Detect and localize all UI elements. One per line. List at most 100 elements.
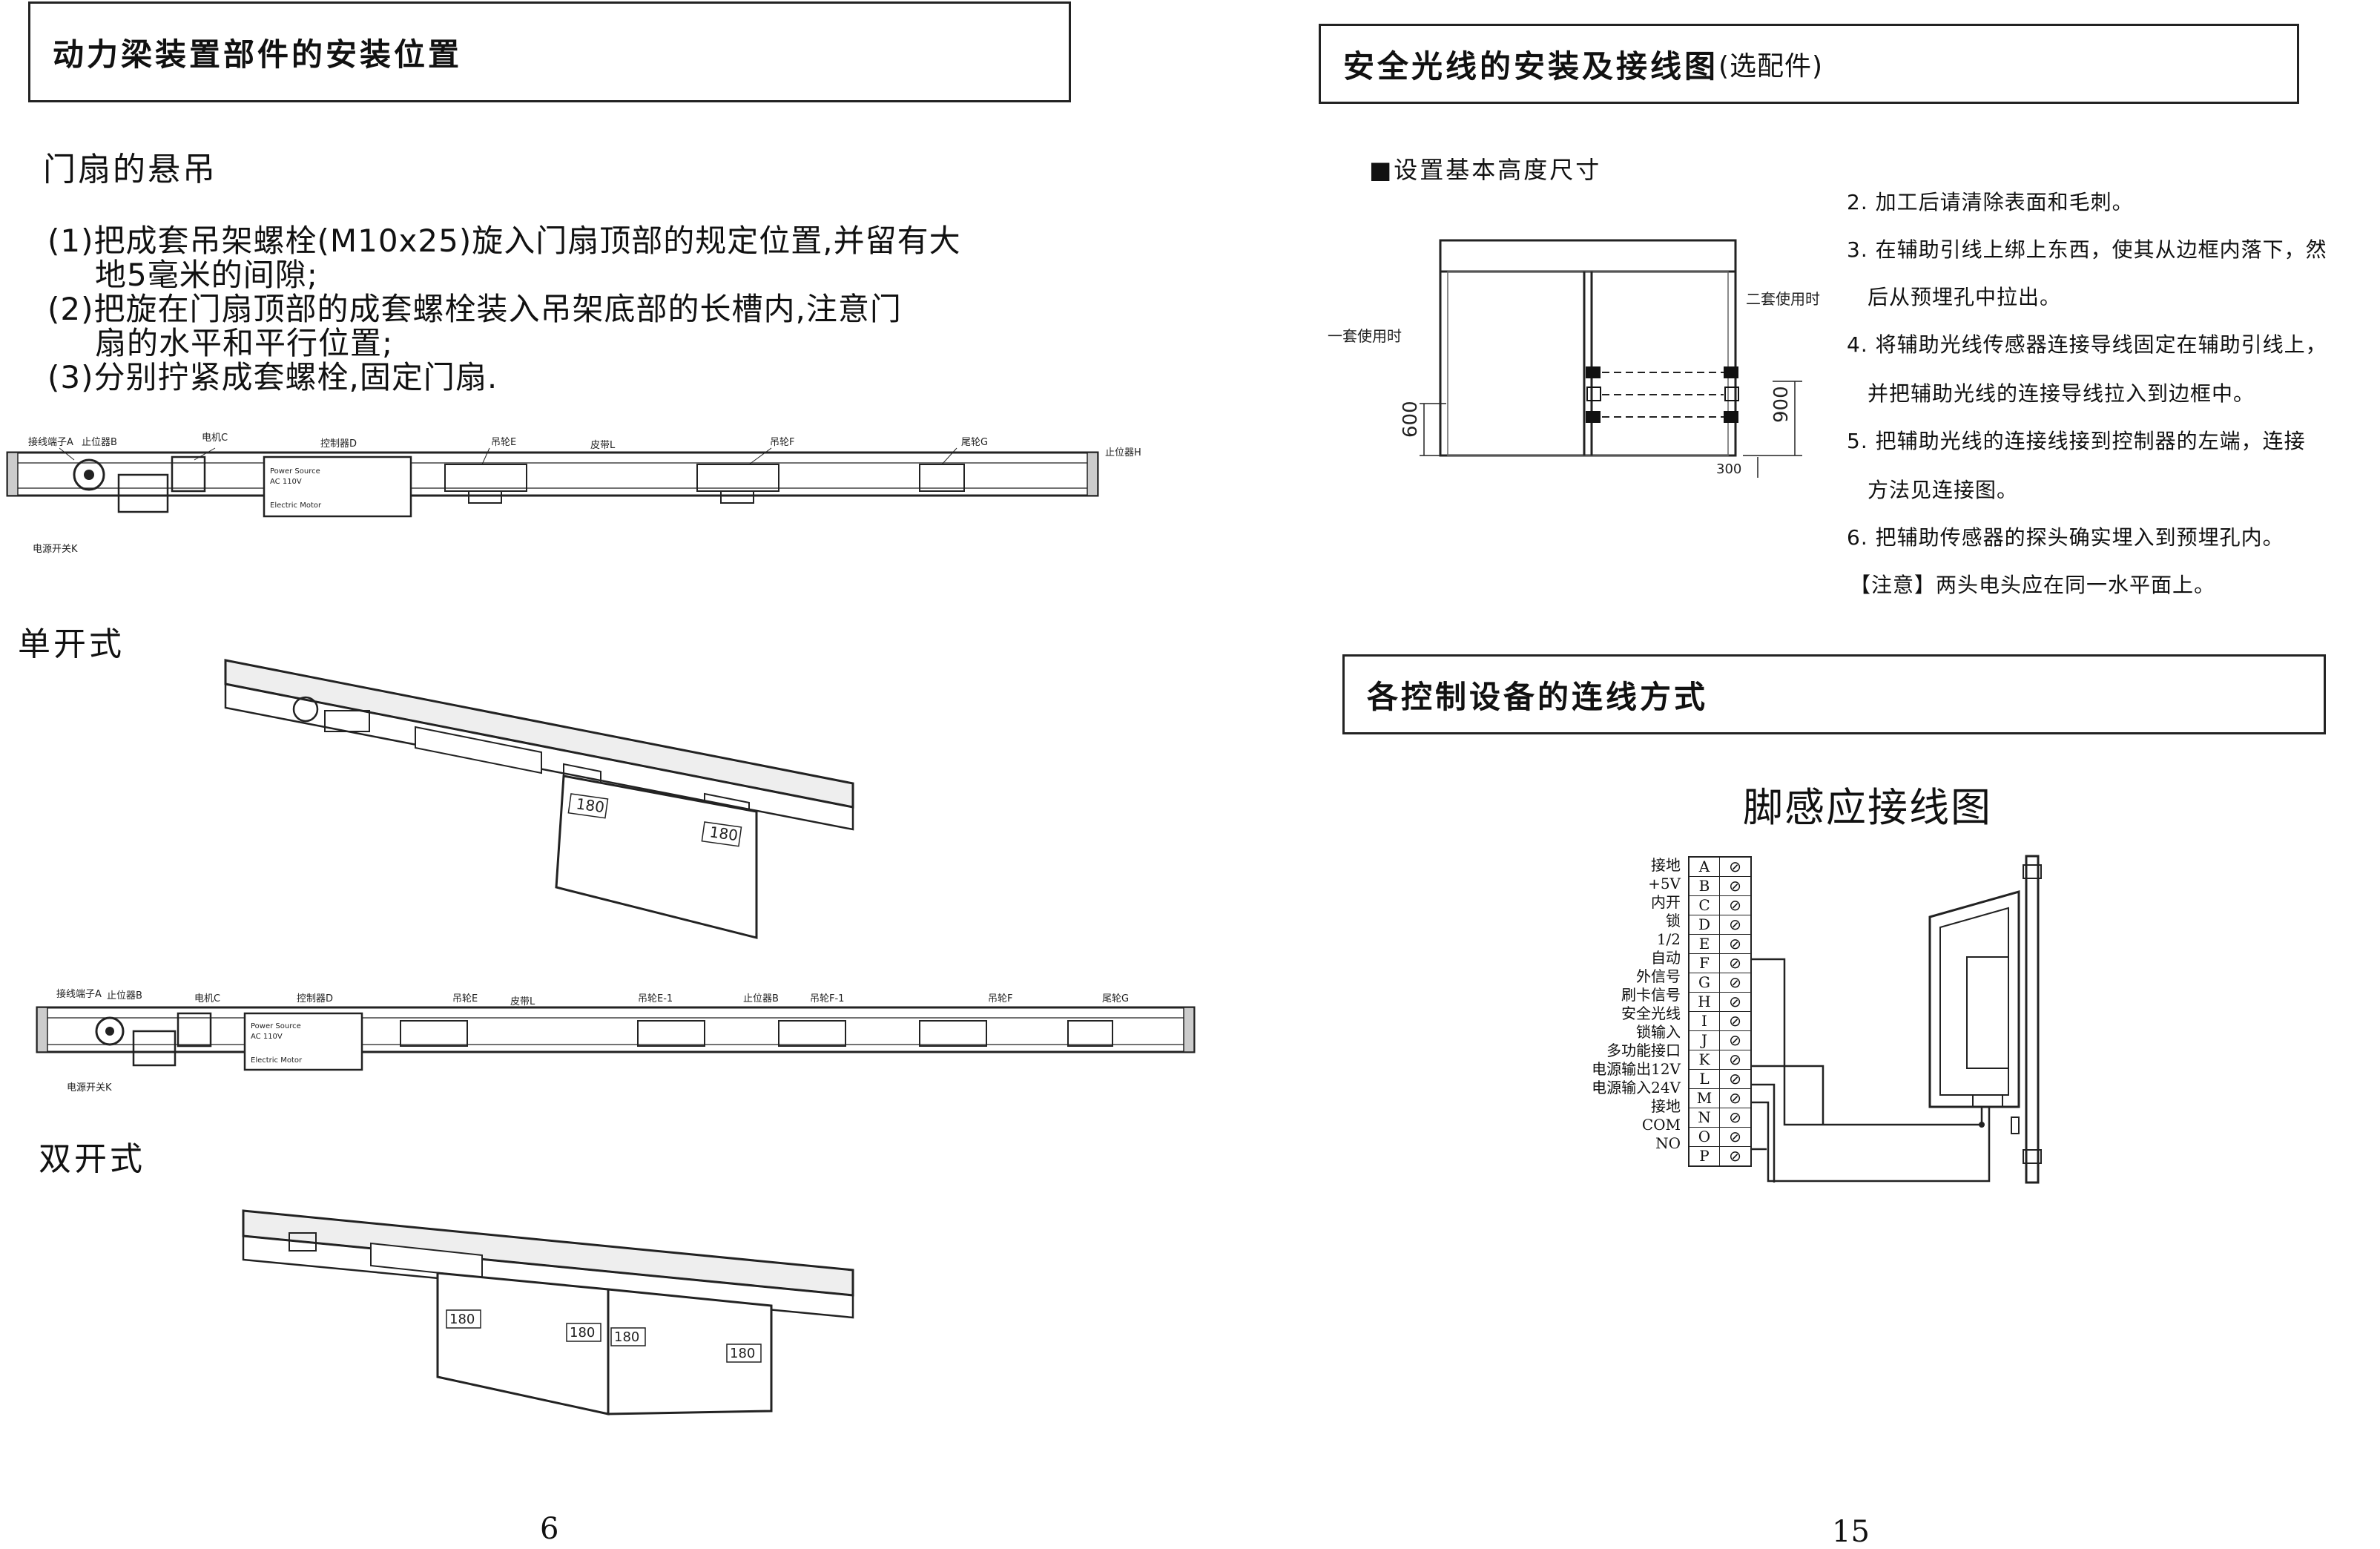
terminal-letter-k: K [1690, 1050, 1720, 1069]
screw-icon: ⊘ [1729, 973, 1741, 991]
single-dim-180-a: 180 [575, 795, 605, 816]
terminal-row: E⊘ [1690, 935, 1750, 954]
step-2: (2)把旋在门扇顶部的成套螺栓装入吊架底部的长槽内,注意门 [47, 291, 902, 327]
note-caution: 【注意】两头电头应在同一水平面上。 [1850, 573, 2216, 597]
double-dim-180-a: 180 [449, 1312, 475, 1327]
double-open-drawing: 180 180 180 180 [242, 1209, 854, 1415]
note-4: 4. 将辅助光线传感器连接导线固定在辅助引线上， [1847, 332, 2327, 357]
terminal-letter-j: J [1690, 1031, 1720, 1050]
single-terminal-label: 接线端子A [28, 436, 73, 448]
right-section1-sub: (选配件) [1718, 51, 1824, 82]
terminal-row: D⊘ [1690, 915, 1750, 935]
step-1: (1)把成套吊架螺栓(M10x25)旋入门扇顶部的规定位置,并留有大 [47, 223, 961, 259]
hanging-subtitle: 门扇的悬吊 [43, 151, 217, 188]
double-plate-line2: AC 110V [251, 1033, 283, 1041]
single-power-switch-label: 电源开关K [33, 544, 78, 555]
terminal-letter-o: O [1690, 1128, 1720, 1146]
double-wheel-e-label: 吊轮E [452, 993, 478, 1004]
single-plate-line2: AC 110V [270, 478, 302, 486]
double-wheel-e1-label: 吊轮E-1 [638, 993, 673, 1004]
height-heading: ■设置基本高度尺寸 [1369, 156, 1602, 184]
two-sets-label: 二套使用时 [1746, 290, 1820, 308]
step-1-cont: 地5毫米的间隙; [95, 257, 318, 293]
terminal-label-n: 接地 [1651, 1097, 1681, 1115]
single-open-label: 单开式 [18, 625, 125, 663]
double-beam-diagram: 接线端子A 止位器B 电机C 控制器D 吊轮E 皮带L 吊轮E-1 止位器B 吊… [36, 988, 1196, 1093]
terminal-letter-d: D [1690, 915, 1720, 934]
terminal-label-l: 电源输出12V [1592, 1060, 1681, 1078]
terminal-label-c: 内开 [1651, 893, 1681, 911]
single-dim-180-b: 180 [708, 823, 739, 844]
double-tail-wheel-label: 尾轮G [1102, 993, 1129, 1004]
terminal-row: A⊘ [1690, 858, 1750, 877]
foot-sensor-wiring [1752, 855, 2042, 1184]
terminal-row: O⊘ [1690, 1128, 1750, 1147]
screw-icon: ⊘ [1729, 1108, 1741, 1126]
terminal-label-k: 多功能接口 [1606, 1042, 1681, 1059]
double-plate-line1: Power Source [251, 1022, 301, 1030]
left-section-title: 动力梁装置部件的安装位置 [28, 1, 1071, 102]
double-wheel-f-label: 吊轮F [988, 993, 1012, 1004]
screw-icon: ⊘ [1729, 935, 1741, 953]
right-section1-title: 安全光线的安装及接线图 (选配件) [1319, 24, 2299, 104]
terminal-row: J⊘ [1690, 1031, 1750, 1050]
note-5-cont: 方法见连接图。 [1868, 478, 2019, 502]
screw-icon: ⊘ [1729, 915, 1741, 933]
single-motor-label: 电机C [202, 433, 228, 444]
single-belt-label: 皮带L [590, 440, 616, 451]
right-section2-title-text: 各控制设备的连线方式 [1367, 678, 1709, 715]
double-open-label: 双开式 [39, 1140, 145, 1178]
terminal-row: K⊘ [1690, 1050, 1750, 1070]
terminal-label-j: 锁输入 [1636, 1023, 1681, 1041]
double-belt-label: 皮带L [510, 996, 535, 1007]
screw-icon: ⊘ [1729, 954, 1741, 972]
terminal-label-o: COM [1641, 1116, 1681, 1134]
terminal-label-h: 刷卡信号 [1621, 986, 1681, 1004]
dim-600: 600 [1400, 401, 1422, 438]
double-controller-label: 控制器D [297, 993, 333, 1004]
step-3: (3)分别拧紧成套螺栓,固定门扇. [47, 359, 498, 395]
terminal-row: G⊘ [1690, 973, 1750, 993]
single-controller-label: 控制器D [320, 438, 357, 450]
left-section-title-text: 动力梁装置部件的安装位置 [53, 36, 463, 73]
screw-icon: ⊘ [1729, 1070, 1741, 1088]
terminal-row: B⊘ [1690, 877, 1750, 896]
screw-icon: ⊘ [1729, 1147, 1741, 1165]
double-dim-180-b: 180 [570, 1325, 595, 1341]
dim-300: 300 [1716, 461, 1741, 477]
note-3: 3. 在辅助引线上绑上东西，使其从边框内落下，然 [1847, 237, 2327, 262]
terminal-letter-i: I [1690, 1012, 1720, 1030]
single-tail-wheel-label: 尾轮G [961, 437, 988, 448]
screw-icon: ⊘ [1729, 1050, 1741, 1068]
terminal-block: A⊘ B⊘ C⊘ D⊘ E⊘ F⊘ G⊘ H⊘ I⊘ J⊘ K⊘ L⊘ M⊘ N… [1688, 856, 1752, 1167]
screw-icon: ⊘ [1729, 1031, 1741, 1049]
note-6: 6. 把辅助传感器的探头确实埋入到预埋孔内。 [1847, 525, 2284, 550]
double-dim-180-c: 180 [614, 1329, 639, 1345]
terminal-letter-f: F [1690, 954, 1720, 973]
terminal-letter-l: L [1690, 1070, 1720, 1088]
dim-900: 900 [1770, 386, 1793, 423]
note-2: 2. 加工后请清除表面和毛刺。 [1847, 190, 2134, 214]
double-wheel-f1-label: 吊轮F-1 [810, 993, 844, 1004]
terminal-row: P⊘ [1690, 1147, 1750, 1165]
double-power-switch-label: 电源开关K [67, 1082, 112, 1093]
wiring-diagram-title: 脚感应接线图 [1743, 784, 1992, 831]
terminal-label-i: 安全光线 [1621, 1004, 1681, 1022]
terminal-row: F⊘ [1690, 954, 1750, 973]
terminal-row: M⊘ [1690, 1089, 1750, 1108]
terminal-letter-n: N [1690, 1108, 1720, 1127]
note-4-cont: 并把辅助光线的连接导线拉入到边框中。 [1868, 381, 2255, 406]
note-5: 5. 把辅助光线的连接线接到控制器的左端，连接 [1847, 429, 2306, 453]
terminal-label-d: 锁 [1666, 912, 1681, 930]
left-page-number: 6 [540, 1512, 559, 1546]
terminal-label-b: +5V [1648, 875, 1681, 892]
single-open-drawing: 180 180 [224, 659, 854, 939]
double-terminal-label: 接线端子A [56, 988, 102, 1000]
single-beam-diagram: 接线端子A 止位器B 电机C 控制器D 吊轮E 皮带L 吊轮F 尾轮G 止位器H… [6, 433, 1141, 555]
terminal-label-m: 电源输入24V [1592, 1079, 1681, 1096]
terminal-letter-m: M [1690, 1089, 1720, 1108]
single-stop-h-label: 止位器H [1105, 447, 1141, 458]
terminal-label-f: 自动 [1651, 949, 1681, 967]
single-stop-b-label: 止位器B [82, 437, 117, 448]
terminal-label-p: NO [1655, 1134, 1681, 1152]
